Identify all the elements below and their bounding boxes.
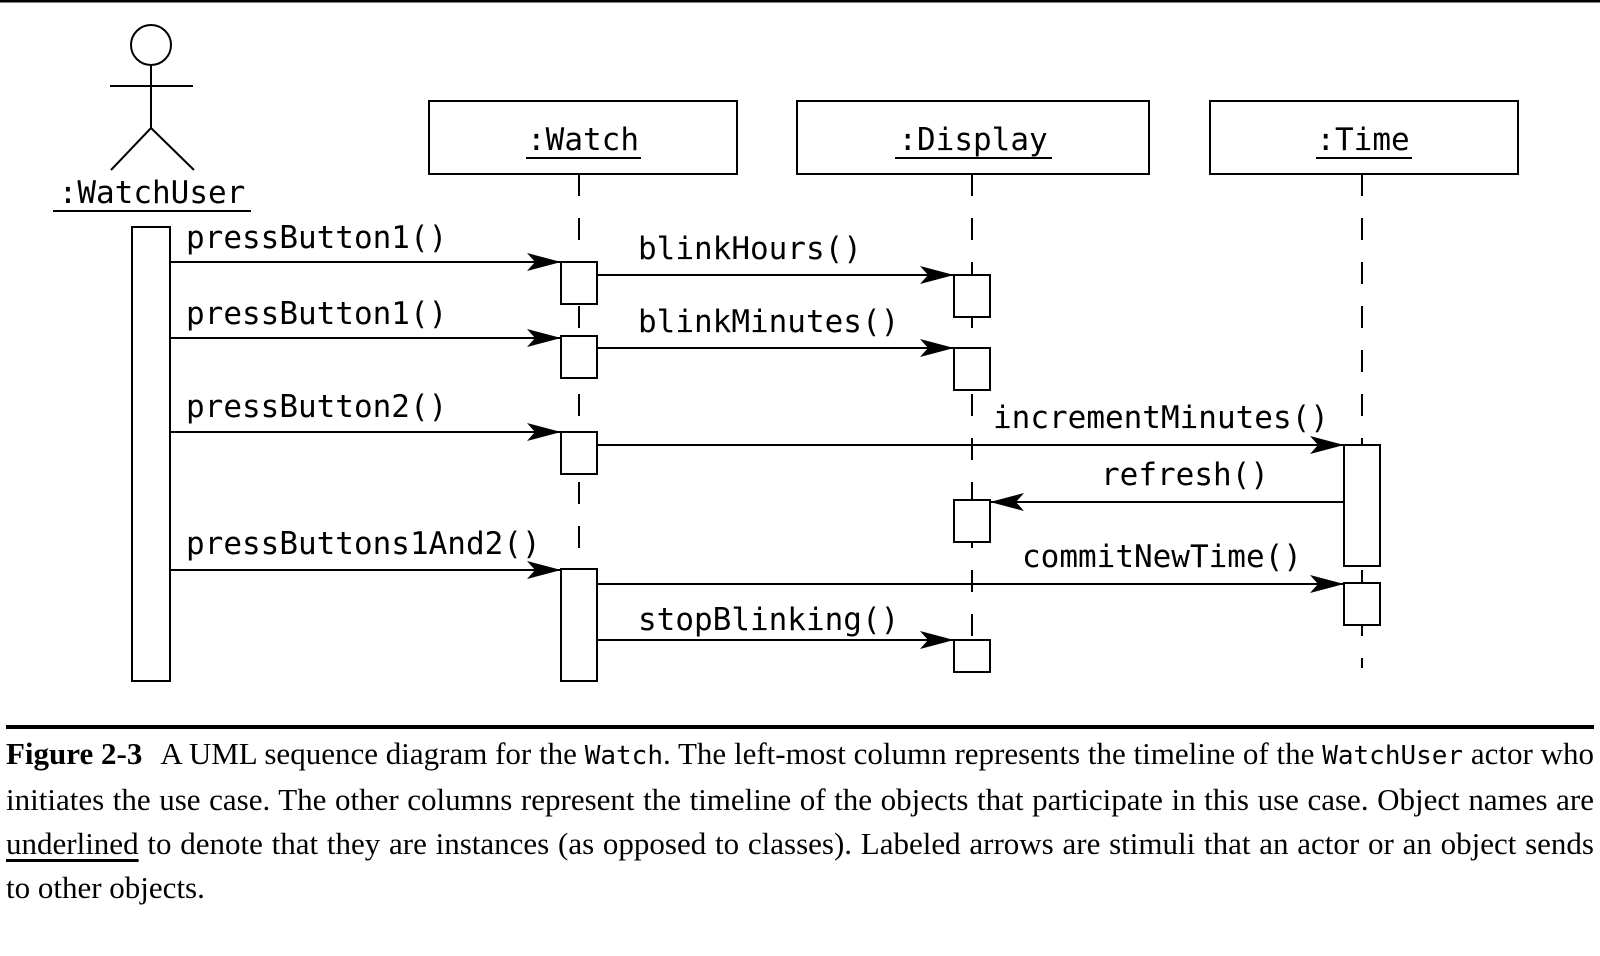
message-blinkhours: blinkHours() (597, 231, 954, 284)
message-incrementminutes: incrementMinutes() (597, 400, 1344, 454)
activation-display-2 (953, 347, 991, 391)
svg-text:incrementMinutes(): incrementMinutes() (993, 400, 1329, 436)
activation-watch-2 (560, 335, 598, 379)
caption-code-watchuser: WatchUser (1322, 741, 1464, 771)
activation-time-2 (1343, 582, 1381, 626)
activations (131, 226, 1381, 682)
object-box-time: :Time (1209, 100, 1519, 175)
caption-text-3: actor who initiates the use case. The ot… (6, 736, 1595, 817)
message-refresh: refresh() (990, 457, 1344, 511)
actor-label: :WatchUser (59, 175, 246, 211)
object-box-watch: :Watch (428, 100, 738, 175)
activation-display-4 (953, 639, 991, 673)
watchuser-actor-icon (110, 24, 195, 171)
caption-text-2: . The left-most column represents the ti… (663, 736, 1323, 771)
message-pressbutton1-b: pressButton1() (170, 296, 561, 347)
svg-text:pressButton1(): pressButton1() (186, 220, 447, 256)
message-commitnewtime: commitNewTime() (597, 539, 1344, 593)
activation-display-3 (953, 499, 991, 543)
activation-time-1 (1343, 444, 1381, 567)
message-pressbuttons1and2: pressButtons1And2() (170, 526, 561, 579)
activation-watch-1 (560, 261, 598, 305)
svg-text:blinkHours(): blinkHours() (638, 231, 862, 267)
message-blinkminutes: blinkMinutes() (597, 304, 954, 357)
svg-text:pressButton1(): pressButton1() (186, 296, 447, 332)
activation-watchuser (131, 226, 171, 682)
figure-label: Figure 2-3 (6, 736, 143, 771)
object-label-display: :Display (898, 122, 1047, 158)
caption-underlined-word: underlined (6, 826, 139, 861)
message-pressbutton1-a: pressButton1() (170, 220, 561, 271)
svg-text:commitNewTime(): commitNewTime() (1022, 539, 1302, 575)
object-label-time: :Time (1316, 122, 1409, 158)
message-pressbutton2: pressButton2() (170, 389, 561, 441)
svg-text:pressButtons1And2(): pressButtons1And2() (186, 526, 541, 562)
message-stopblinking: stopBlinking() (597, 602, 954, 649)
activation-watch-3 (560, 431, 598, 475)
svg-text:pressButton2(): pressButton2() (186, 389, 447, 425)
object-box-display: :Display (796, 100, 1150, 175)
caption-text-4: to denote that they are instances (as op… (6, 826, 1594, 905)
activation-display-1 (953, 274, 991, 318)
caption-code-watch: Watch (584, 741, 663, 771)
figure-caption: Figure 2-3 A UML sequence diagram for the… (6, 732, 1594, 910)
svg-text:refresh(): refresh() (1101, 457, 1269, 493)
object-label-watch: :Watch (527, 122, 639, 158)
svg-text:stopBlinking(): stopBlinking() (638, 602, 899, 638)
caption-text-1: A UML sequence diagram for the (160, 736, 585, 771)
activation-watch-4 (560, 568, 598, 682)
svg-text:blinkMinutes(): blinkMinutes() (638, 304, 899, 340)
